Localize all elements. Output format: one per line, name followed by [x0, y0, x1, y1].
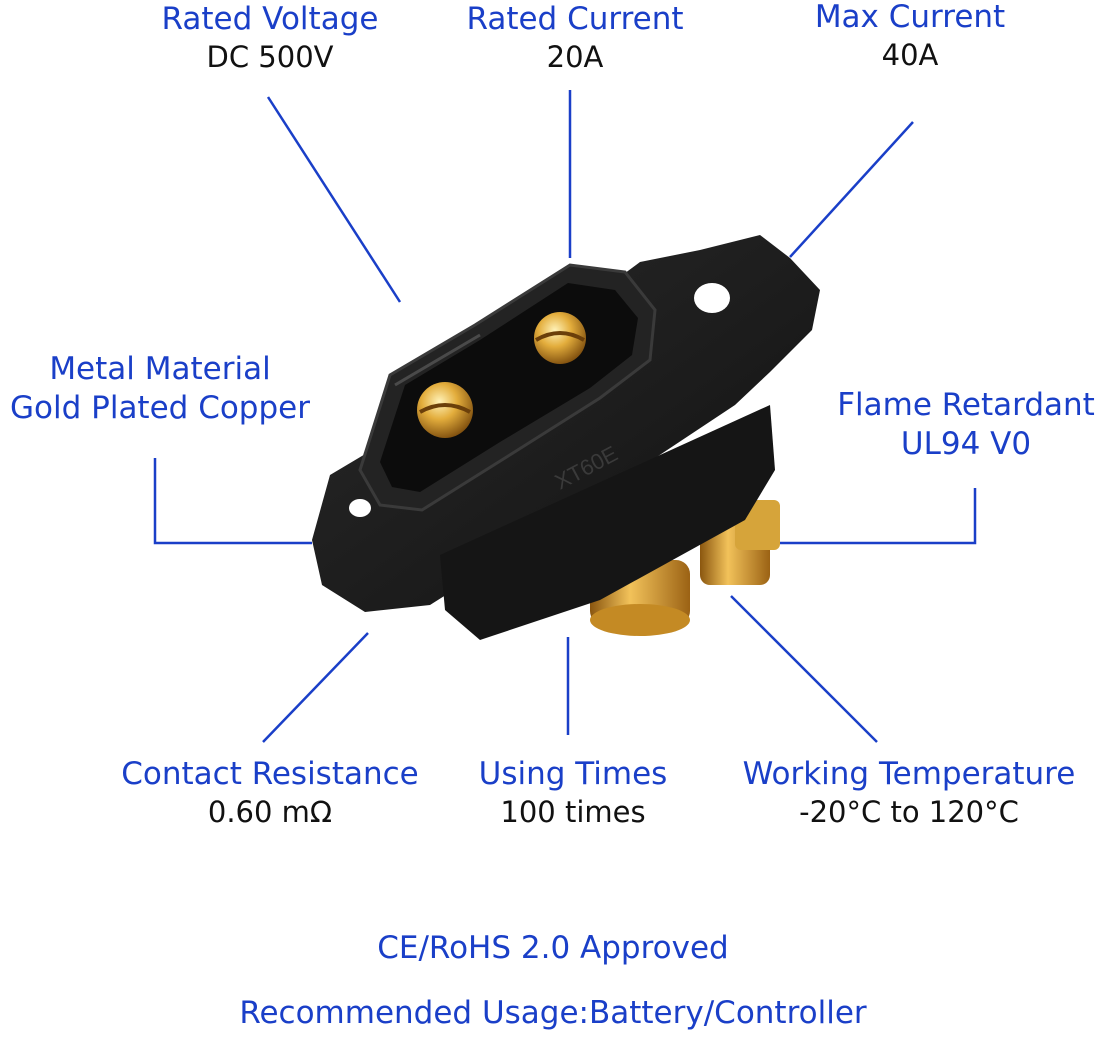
spec-label: Using Times	[478, 756, 668, 792]
leader-line-working-temperature	[730, 595, 878, 743]
usage-text: Recommended Usage:Battery/Controller	[239, 995, 867, 1031]
spec-metal-material: Metal Material Gold Plated Copper	[0, 350, 320, 428]
spec-using-times: Using Times 100 times	[463, 755, 683, 830]
spec-value: 20A	[546, 39, 604, 74]
spec-rated-current: Rated Current 20A	[455, 0, 695, 75]
leader-line-contact-resistance	[262, 632, 369, 743]
spec-value: UL94 V0	[900, 425, 1032, 462]
spec-working-temperature: Working Temperature -20°C to 120°C	[726, 755, 1092, 830]
spec-value: 100 times	[500, 794, 646, 829]
spec-label: Contact Resistance	[121, 756, 419, 792]
spec-value: -20°C to 120°C	[799, 794, 1019, 829]
spec-label: Max Current	[814, 0, 1006, 35]
spec-label: Rated Voltage	[161, 1, 379, 37]
spec-label: Rated Current	[466, 1, 684, 37]
certification-text: CE/RoHS 2.0 Approved	[377, 930, 729, 966]
leader-line-metal-material	[153, 458, 312, 545]
gold-contacts	[417, 312, 586, 438]
spec-value: 0.60 mΩ	[207, 794, 333, 829]
spec-contact-resistance: Contact Resistance 0.60 mΩ	[110, 755, 430, 830]
spec-max-current: Max Current 40A	[790, 0, 1030, 73]
spec-label: Working Temperature	[742, 756, 1076, 792]
spec-flame-retardant: Flame Retardant UL94 V0	[826, 386, 1106, 464]
spec-label: Metal Material	[49, 351, 271, 387]
leader-lines	[153, 90, 977, 743]
leader-line-flame-retardant	[780, 488, 977, 545]
leader-line-max-current	[789, 121, 914, 258]
spec-value: DC 500V	[206, 39, 334, 74]
spec-value: Gold Plated Copper	[10, 389, 310, 426]
spec-rated-voltage: Rated Voltage DC 500V	[150, 0, 390, 75]
leader-line-rated-voltage	[266, 96, 402, 303]
spec-value: 40A	[881, 37, 939, 72]
spec-label: Flame Retardant	[837, 387, 1095, 423]
